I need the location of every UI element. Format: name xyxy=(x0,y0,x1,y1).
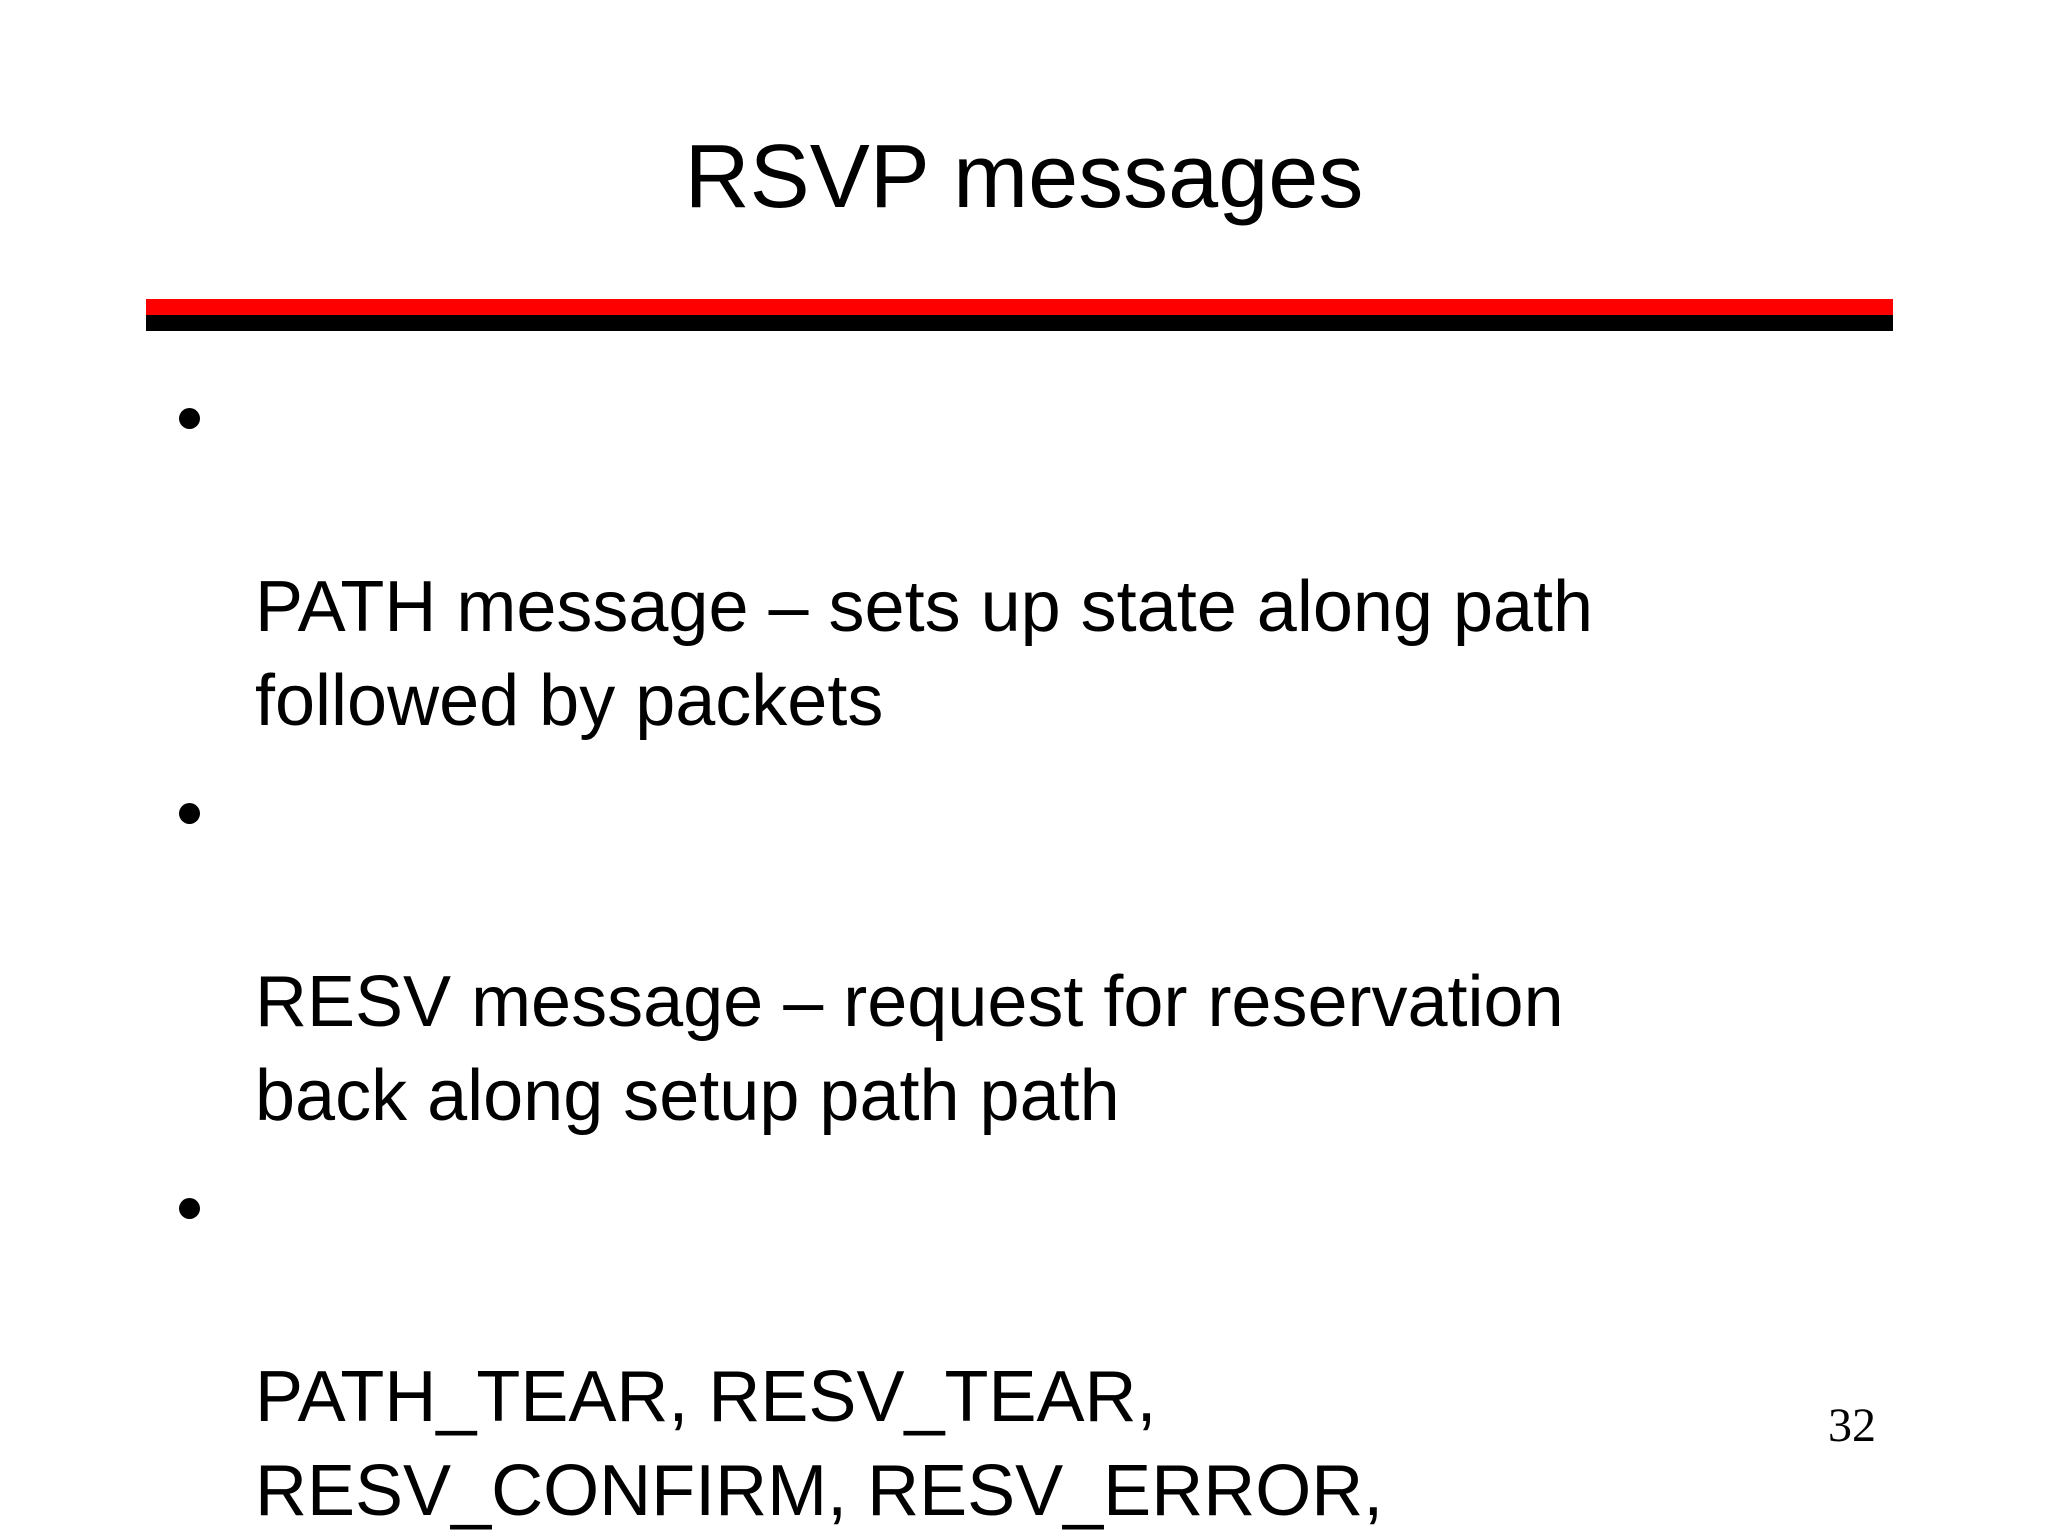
bullet-icon xyxy=(179,803,200,824)
slide-title: RSVP messages xyxy=(684,127,1364,227)
bullet-icon xyxy=(179,408,200,429)
page-number: 32 xyxy=(1828,1399,1876,1452)
bullet-item-path-message: PATH message – sets up state along path … xyxy=(177,372,1897,748)
bullet-list: PATH message – sets up state along path … xyxy=(177,372,1897,1536)
bullet-text: PATH_TEAR, RESV_TEAR, RESV_CONFIRM, RESV… xyxy=(255,1357,1384,1531)
bullet-text: PATH message – sets up state along path … xyxy=(255,567,1594,741)
title-rule xyxy=(146,299,1893,331)
bullet-text: RESV message – request for reservation b… xyxy=(255,962,1564,1136)
rule-black-bar xyxy=(146,315,1893,331)
bullet-icon xyxy=(179,1198,200,1219)
bullet-item-tear-messages: PATH_TEAR, RESV_TEAR, RESV_CONFIRM, RESV… xyxy=(177,1162,1897,1536)
rule-red-bar xyxy=(146,299,1893,315)
bullet-item-resv-message: RESV message – request for reservation b… xyxy=(177,767,1897,1143)
